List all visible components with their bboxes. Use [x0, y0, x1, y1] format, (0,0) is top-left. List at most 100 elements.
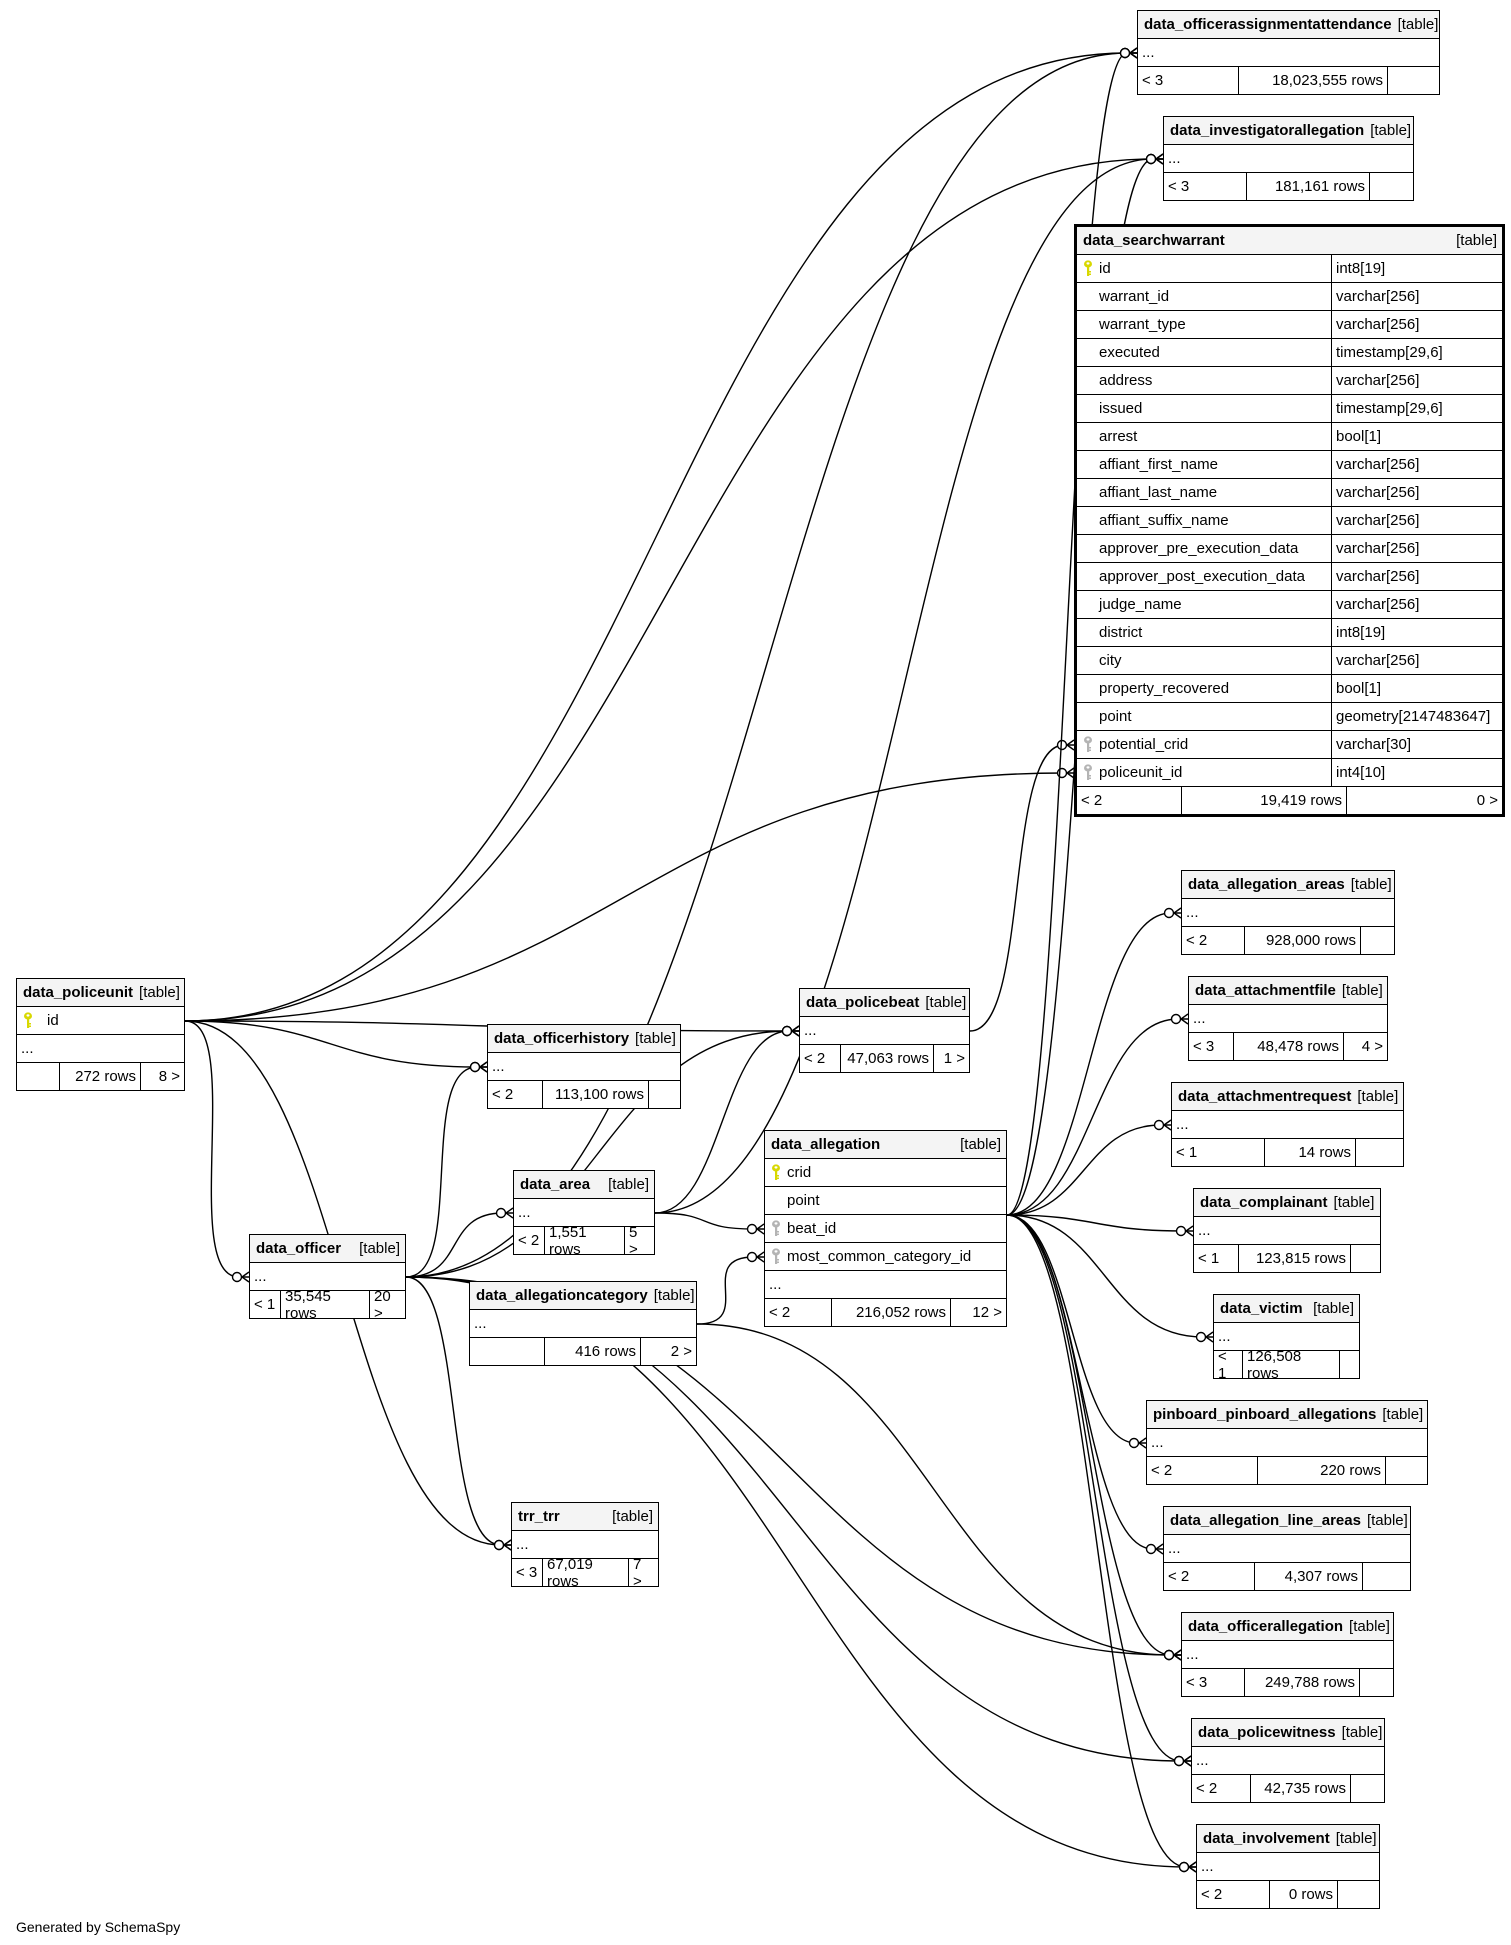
child-count[interactable]	[1387, 67, 1439, 94]
column-id[interactable]: id	[17, 1007, 184, 1035]
child-count[interactable]	[1385, 1457, 1427, 1484]
parent-count[interactable]: < 2	[1081, 792, 1103, 809]
child-count[interactable]: 2 >	[640, 1338, 696, 1365]
child-count[interactable]	[1337, 1881, 1379, 1908]
table-header[interactable]: data_involvement[table]	[1197, 1825, 1379, 1853]
child-count[interactable]: 7 >	[628, 1556, 658, 1590]
table-header[interactable]: data_searchwarrant[table]	[1077, 227, 1502, 255]
parent-count[interactable]: < 2	[1186, 932, 1208, 949]
table-header[interactable]: pinboard_pinboard_allegations[table]	[1147, 1401, 1427, 1429]
child-count[interactable]	[1339, 1351, 1359, 1378]
parent-count[interactable]: < 1	[1218, 1347, 1227, 1382]
parent-count[interactable]: < 3	[1186, 1674, 1208, 1691]
column-point[interactable]: point	[765, 1187, 1006, 1215]
child-count[interactable]	[648, 1081, 680, 1108]
parent-count[interactable]: < 2	[1168, 1568, 1190, 1585]
child-count[interactable]: 20 >	[369, 1288, 405, 1322]
child-count[interactable]	[1359, 1669, 1393, 1696]
parent-count[interactable]: < 2	[1151, 1462, 1173, 1479]
child-count[interactable]	[1350, 1775, 1384, 1802]
parent-count[interactable]: < 2	[518, 1232, 540, 1249]
table-header[interactable]: data_officerassignmentattendance[table]	[1138, 11, 1439, 39]
table-data-allegationcategory[interactable]: data_allegationcategory[table] ... 416 r…	[469, 1281, 697, 1366]
table-header[interactable]: data_victim[table]	[1214, 1295, 1359, 1323]
table-data-officerassignmentattendance[interactable]: data_officerassignmentattendance[table] …	[1137, 10, 1440, 95]
table-header[interactable]: data_allegation_line_areas[table]	[1164, 1507, 1410, 1535]
parent-count[interactable]: < 2	[1196, 1780, 1218, 1797]
parent-count[interactable]: < 1	[254, 1296, 276, 1313]
table-pinboard-pinboard-allegations[interactable]: pinboard_pinboard_allegations[table] ...…	[1146, 1400, 1428, 1485]
table-header[interactable]: data_officer[table]	[250, 1235, 405, 1263]
table-header[interactable]: data_allegation[table]	[765, 1131, 1006, 1159]
child-count[interactable]: 1 >	[933, 1045, 969, 1072]
parent-count[interactable]: < 1	[1198, 1250, 1220, 1267]
child-count[interactable]: 12 >	[950, 1299, 1006, 1326]
table-header[interactable]: data_officerhistory[table]	[488, 1025, 680, 1053]
child-count[interactable]	[1369, 173, 1413, 200]
child-count[interactable]	[1355, 1139, 1403, 1166]
child-count[interactable]	[1360, 927, 1394, 954]
parent-count[interactable]: < 3	[516, 1564, 538, 1581]
table-header[interactable]: data_officerallegation[table]	[1182, 1613, 1393, 1641]
table-data-allegation-line-areas[interactable]: data_allegation_line_areas[table] ... < …	[1163, 1506, 1411, 1591]
column-beat-id[interactable]: beat_id	[765, 1215, 1006, 1243]
table-header[interactable]: data_policewitness[table]	[1192, 1719, 1384, 1747]
child-count[interactable]: 8 >	[140, 1063, 184, 1090]
table-header[interactable]: data_allegationcategory[table]	[470, 1282, 696, 1310]
table-data-investigatorallegation[interactable]: data_investigatorallegation[table] ... <…	[1163, 116, 1414, 201]
column-most-common-category-id[interactable]: most_common_category_id	[765, 1243, 1006, 1271]
child-count[interactable]: 5 >	[624, 1224, 654, 1258]
table-header[interactable]: trr_trr[table]	[512, 1503, 658, 1531]
table-header[interactable]: data_area[table]	[514, 1171, 654, 1199]
parent-count[interactable]: < 1	[1176, 1144, 1198, 1161]
parent-count[interactable]: < 2	[492, 1086, 514, 1103]
child-count[interactable]: 4 >	[1343, 1033, 1387, 1060]
column-crid[interactable]: crid	[765, 1159, 1006, 1187]
table-header[interactable]: data_complainant[table]	[1194, 1189, 1380, 1217]
table-header[interactable]: data_investigatorallegation[table]	[1164, 117, 1413, 145]
table-header[interactable]: data_attachmentrequest[table]	[1172, 1083, 1403, 1111]
table-header[interactable]: data_allegation_areas[table]	[1182, 871, 1394, 899]
parent-count[interactable]: < 2	[804, 1050, 826, 1067]
table-header[interactable]: data_policebeat[table]	[800, 989, 969, 1017]
parent-count[interactable]	[470, 1338, 544, 1365]
child-count[interactable]	[1362, 1563, 1410, 1590]
parent-count[interactable]: < 3	[1168, 178, 1190, 195]
parent-count[interactable]: < 2	[1201, 1886, 1223, 1903]
child-count[interactable]: 0 >	[1346, 787, 1502, 814]
parent-count[interactable]: < 3	[1193, 1038, 1215, 1055]
parent-count[interactable]	[17, 1063, 59, 1090]
parent-count[interactable]: < 3	[1142, 72, 1164, 89]
